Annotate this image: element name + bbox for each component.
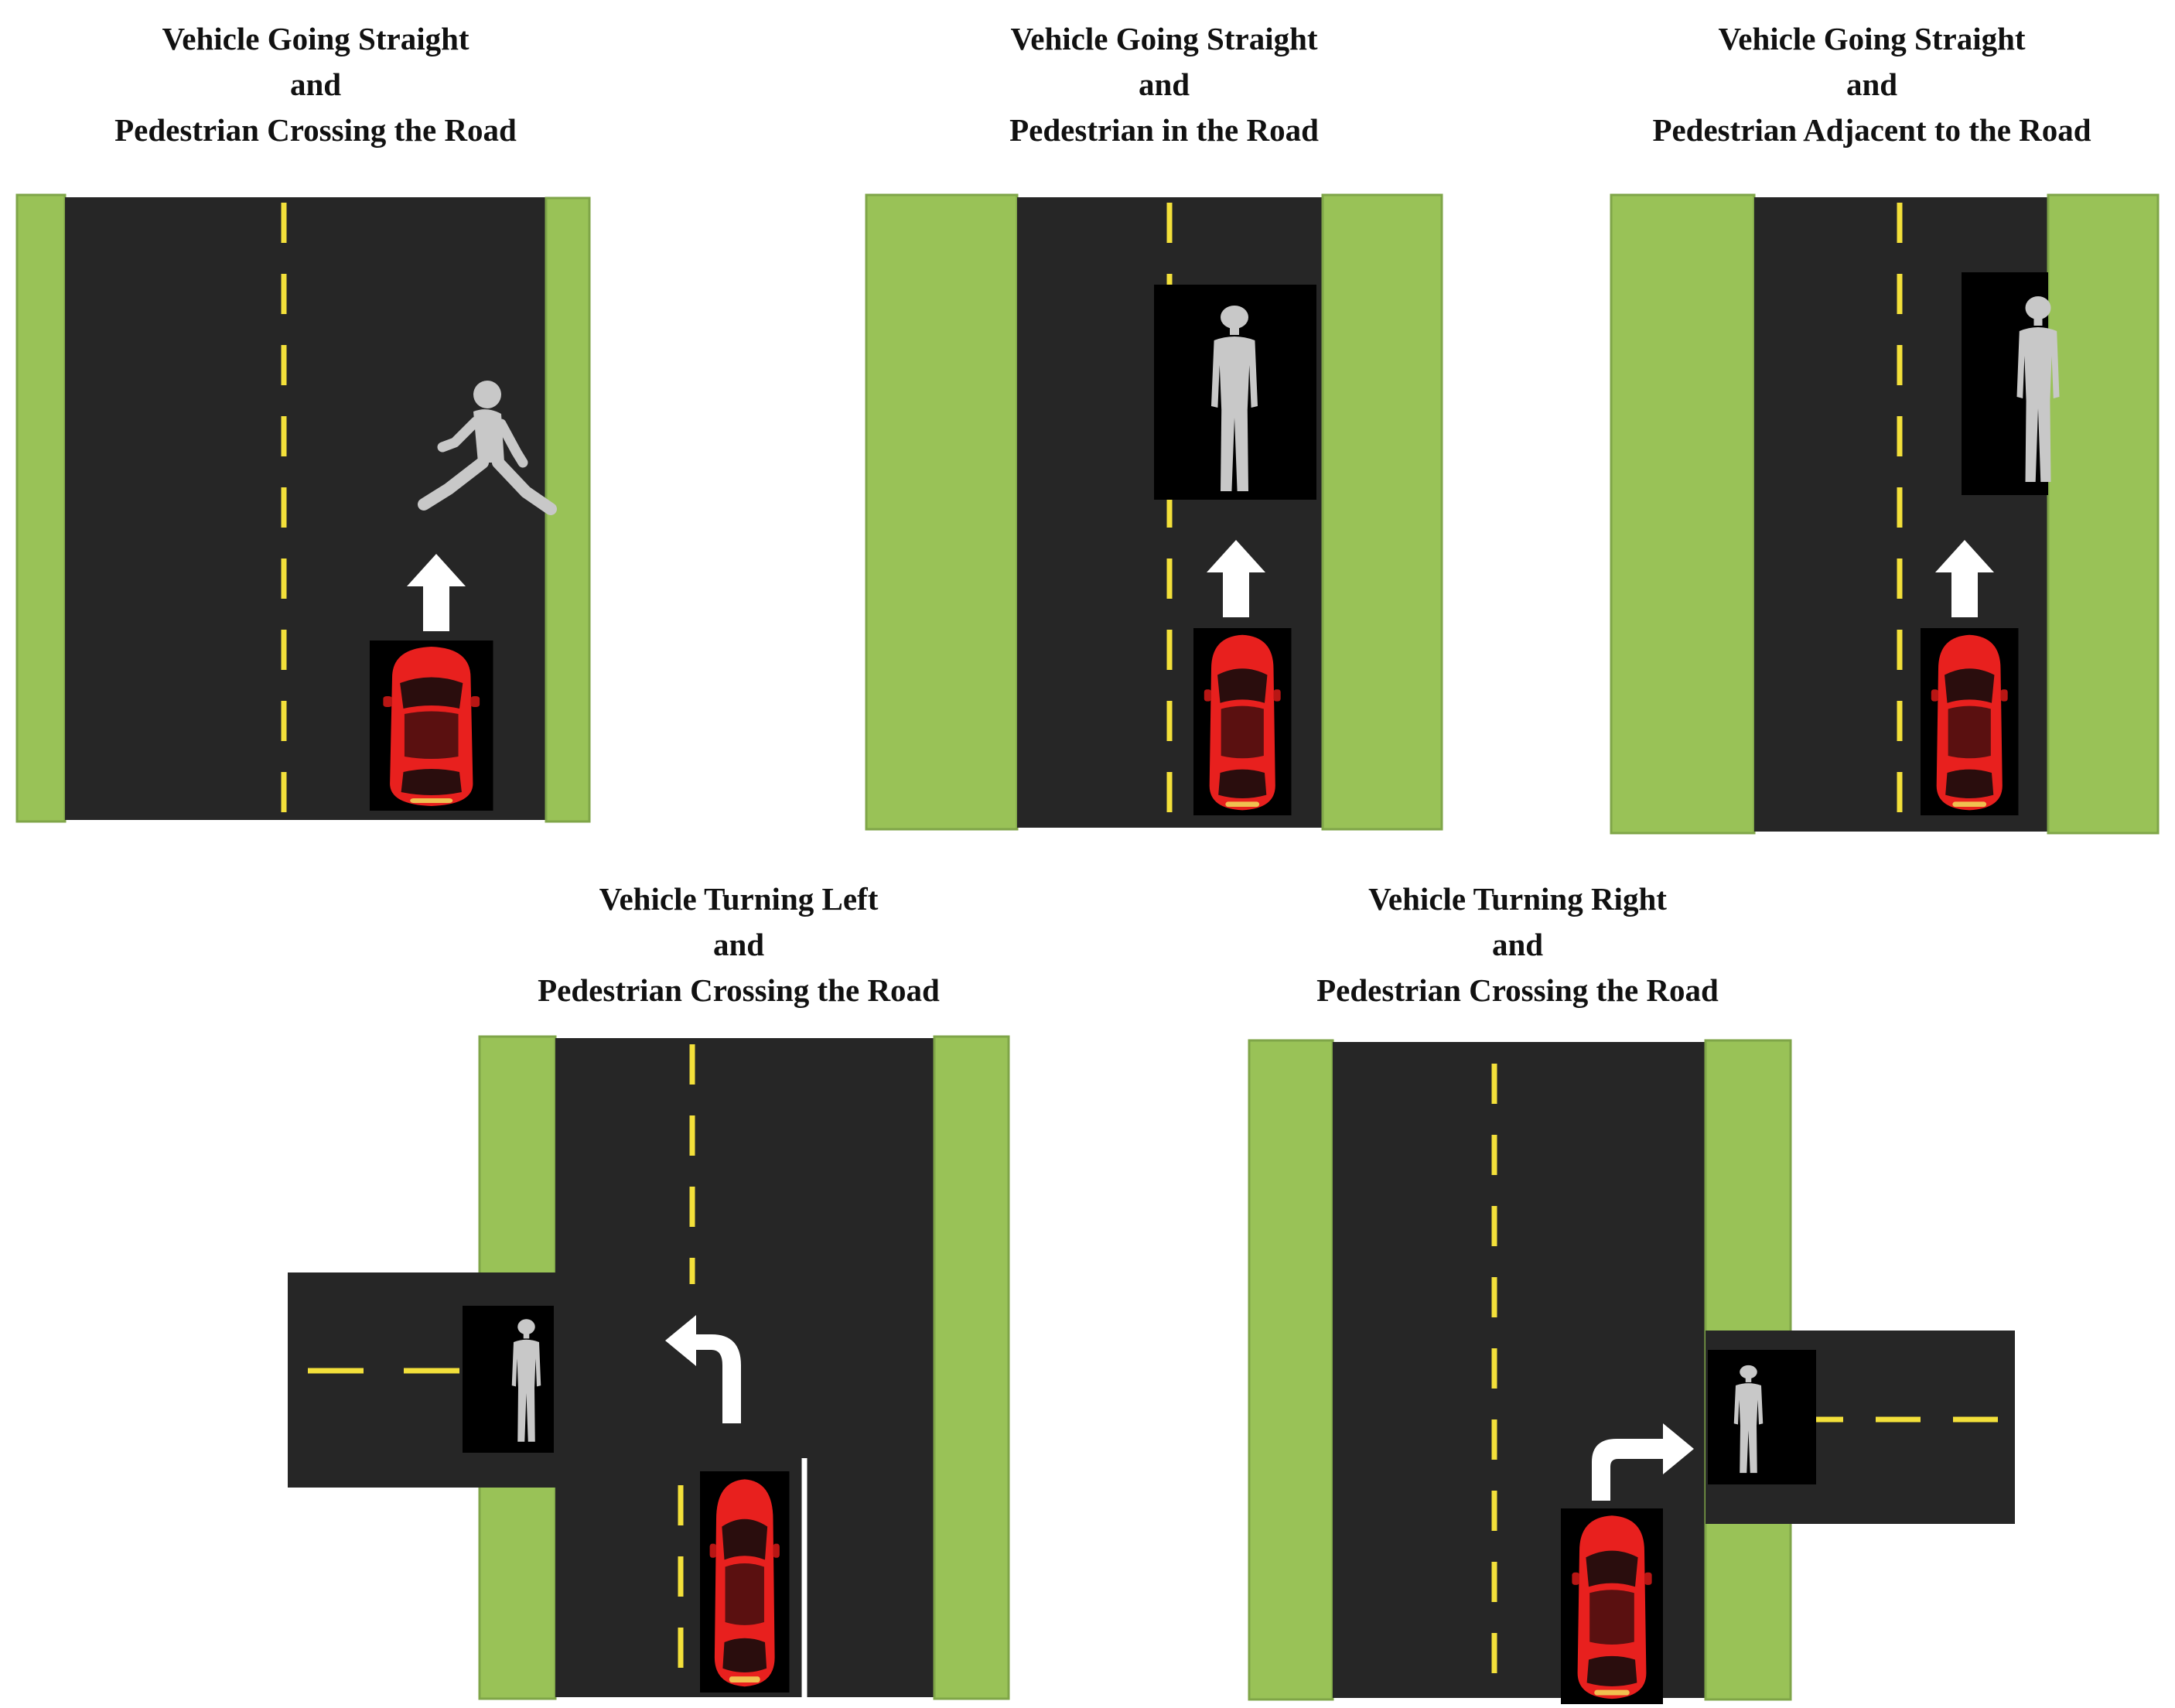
scenario-5-title-line3: Pedestrian Crossing the Road [1316, 972, 1719, 1008]
grass-left [865, 193, 1019, 831]
scenario-1-title-line3: Pedestrian Crossing the Road [114, 112, 517, 148]
grass-right [933, 1035, 1010, 1700]
scenario-4: Vehicle Turning Left and Pedestrian Cros… [288, 881, 1010, 1700]
scenario-2-title-line3: Pedestrian in the Road [1009, 112, 1319, 148]
scenario-1-title-line1: Vehicle Going Straight [162, 21, 469, 56]
scenario-3-title-line2: and [1846, 67, 1897, 102]
car-icon [1561, 1508, 1663, 1704]
scenario-2-title-line2: and [1139, 67, 1190, 102]
direction-arrow-icon [1592, 1423, 1694, 1501]
scenario-5-title-line2: and [1492, 927, 1543, 962]
pedestrian-walking-icon [418, 381, 557, 515]
grass-left [15, 193, 67, 823]
scenario-4-title-line1: Vehicle Turning Left [599, 881, 879, 917]
scenario-3-title-line3: Pedestrian Adjacent to the Road [1652, 112, 2091, 148]
grass-left [1248, 1039, 1334, 1701]
scenario-4-title-line2: and [713, 927, 764, 962]
scenario-1: Vehicle Going Straight and Pedestrian Cr… [15, 21, 591, 823]
grass-right [1321, 193, 1443, 831]
car-icon [370, 640, 493, 811]
car-icon [1193, 628, 1292, 815]
scenario-4-title-line3: Pedestrian Crossing the Road [538, 972, 940, 1008]
scenario-2: Vehicle Going Straight and Pedestrian in… [865, 21, 1443, 831]
scenario-3: Vehicle Going Straight and Pedestrian Ad… [1610, 21, 2160, 835]
scenario-2-title-line1: Vehicle Going Straight [1010, 21, 1317, 56]
car-icon [700, 1471, 790, 1693]
grass-left [1610, 193, 1756, 835]
direction-arrow-icon [665, 1315, 741, 1423]
scenario-3-title-line1: Vehicle Going Straight [1718, 21, 2025, 56]
grass-right [2047, 193, 2160, 835]
car-icon [1921, 628, 2019, 815]
scenario-5: Vehicle Turning Right and Pedestrian Cro… [1248, 881, 2015, 1704]
scenario-1-title-line2: and [290, 67, 341, 102]
scenario-5-title-line1: Vehicle Turning Right [1368, 881, 1667, 917]
